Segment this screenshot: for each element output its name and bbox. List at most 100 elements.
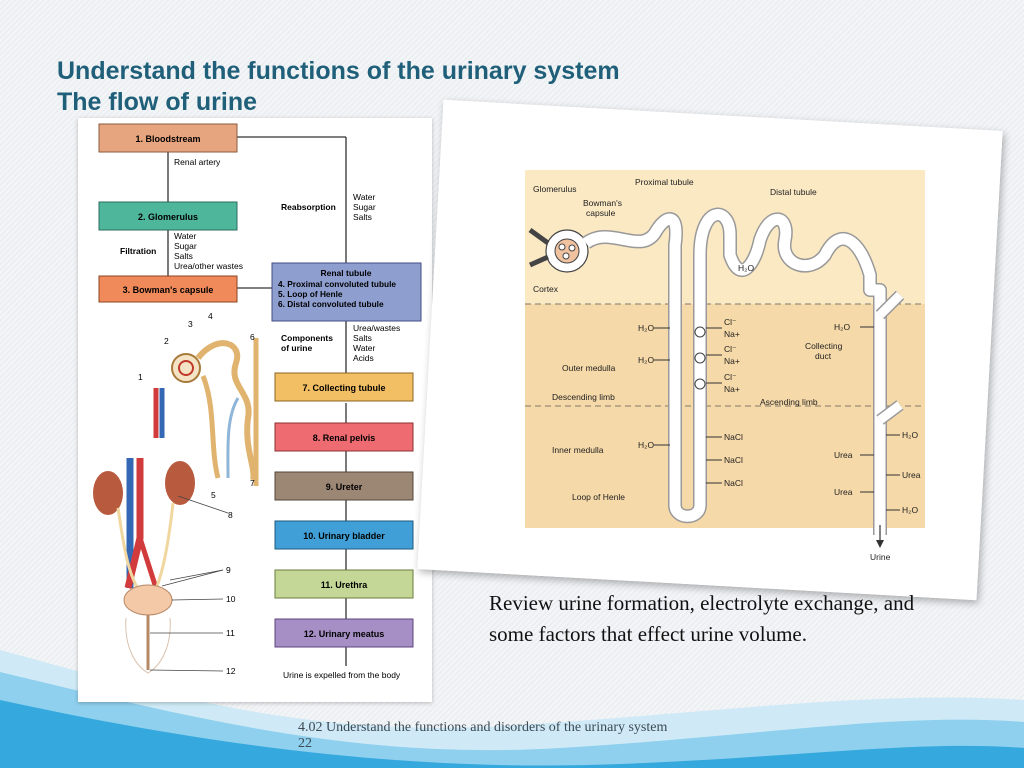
cl-1: Cl⁻ xyxy=(724,317,737,327)
anatomy-number-2: 2 xyxy=(164,336,169,346)
flow-box-bloodstream: 1. Bloodstream xyxy=(98,123,238,153)
anatomy-number-4: 4 xyxy=(208,311,213,321)
na-1: Na+ xyxy=(724,329,740,339)
svg-text:3. Bowman's capsule: 3. Bowman's capsule xyxy=(123,285,214,295)
svg-text:Renal tubule: Renal tubule xyxy=(320,268,371,278)
flow-box-glomerulus: 2. Glomerulus xyxy=(98,201,238,231)
flow-box-urethra: 11. Urethra xyxy=(274,569,414,599)
h2o-inner: H₂O xyxy=(638,440,654,450)
filtration-item-1: Water xyxy=(174,231,197,241)
label-urine: Urine xyxy=(870,552,891,562)
svg-text:9. Ureter: 9. Ureter xyxy=(326,482,363,492)
filtration-item-4: Urea/other wastes xyxy=(174,261,243,271)
label-components-1: Components xyxy=(281,333,333,343)
h2o-outer-1: H₂O xyxy=(638,323,654,333)
label-distal-tubule: Distal tubule xyxy=(770,187,817,197)
anatomy-number-10: 10 xyxy=(226,594,236,604)
nephron-exchange-card: Glomerulus Bowman's capsule Proximal tub… xyxy=(417,99,1003,601)
na-3: Na+ xyxy=(724,384,740,394)
svg-text:6. Distal convoluted tubule: 6. Distal convoluted tubule xyxy=(278,299,384,309)
label-reabsorption: Reabsorption xyxy=(281,202,336,212)
flow-box-ureter: 9. Ureter xyxy=(274,471,414,501)
anatomy-number-7: 7 xyxy=(250,478,255,488)
slide-caption: Review urine formation, electrolyte exch… xyxy=(489,591,915,646)
label-outer-medulla: Outer medulla xyxy=(562,363,616,373)
slide-title: Understand the functions of the urinary … xyxy=(57,56,620,118)
label-cortex: Cortex xyxy=(533,284,559,294)
label-collecting-2: duct xyxy=(815,351,832,361)
anatomy-number-1: 1 xyxy=(138,372,143,382)
components-item-4: Acids xyxy=(353,353,374,363)
h2o-cortex: H₂O xyxy=(738,263,754,273)
exchange-arrows xyxy=(653,326,901,511)
nacl-1: NaCl xyxy=(724,432,743,442)
svg-text:2. Glomerulus: 2. Glomerulus xyxy=(138,212,198,222)
reabsorption-item-1: Water xyxy=(353,192,376,202)
anatomy-number-6: 6 xyxy=(250,332,255,342)
label-components-2: of urine xyxy=(281,343,312,353)
flow-box-renal-pelvis: 8. Renal pelvis xyxy=(274,422,414,452)
svg-text:7. Collecting tubule: 7. Collecting tubule xyxy=(302,383,385,393)
anatomy-number-8: 8 xyxy=(228,510,233,520)
label-bowmans-2: capsule xyxy=(586,208,616,218)
label-inner-medulla: Inner medulla xyxy=(552,445,604,455)
nacl-3: NaCl xyxy=(724,478,743,488)
svg-text:12. Urinary meatus: 12. Urinary meatus xyxy=(304,629,385,639)
flow-box-urinary-bladder: 10. Urinary bladder xyxy=(274,520,414,550)
anatomy-number-11: 11 xyxy=(226,628,235,638)
reabsorption-item-3: Salts xyxy=(353,212,372,222)
filtration-item-3: Salts xyxy=(174,251,193,261)
flow-box-urinary-meatus: 12. Urinary meatus xyxy=(274,618,414,648)
urinary-tract-illustration: 8 9 10 11 12 xyxy=(93,458,236,676)
cl-3: Cl⁻ xyxy=(724,372,737,382)
svg-text:10. Urinary bladder: 10. Urinary bladder xyxy=(303,531,385,541)
svg-text:11. Urethra: 11. Urethra xyxy=(321,580,369,590)
label-loop-of-henle: Loop of Henle xyxy=(572,492,625,502)
slide-footer: 4.02 Understand the functions and disord… xyxy=(298,720,667,752)
urea-right: Urea xyxy=(902,470,921,480)
cl-2: Cl⁻ xyxy=(724,344,737,354)
components-item-2: Salts xyxy=(353,333,372,343)
components-item-1: Urea/wastes xyxy=(353,323,400,333)
filtration-item-2: Sugar xyxy=(174,241,197,251)
anatomy-number-12: 12 xyxy=(226,666,236,676)
label-ascending-limb: Ascending limb xyxy=(760,397,818,407)
label-renal-artery: Renal artery xyxy=(174,157,221,167)
flow-box-renal-tubule: Renal tubule 4. Proximal convoluted tubu… xyxy=(271,262,422,322)
glomerulus-shape xyxy=(528,227,589,273)
label-urine-expelled: Urine is expelled from the body xyxy=(283,670,401,680)
h2o-outer-2: H₂O xyxy=(638,355,654,365)
label-bowmans-1: Bowman's xyxy=(583,198,622,208)
flow-box-bowmans-capsule: 3. Bowman's capsule xyxy=(98,275,238,303)
svg-text:5. Loop of Henle: 5. Loop of Henle xyxy=(278,289,343,299)
urea-left-2: Urea xyxy=(834,487,853,497)
svg-text:8. Renal pelvis: 8. Renal pelvis xyxy=(313,433,376,443)
medulla-region xyxy=(525,304,925,528)
anatomy-number-3: 3 xyxy=(188,319,193,329)
footer-text: 4.02 Understand the functions and disord… xyxy=(298,720,668,735)
h2o-right-1: H₂O xyxy=(902,430,918,440)
na-2: Na+ xyxy=(724,356,740,366)
nephron-illustration: 1 2 3 4 5 6 7 xyxy=(138,311,259,500)
h2o-collecting: H₂O xyxy=(834,322,850,332)
reabsorption-item-2: Sugar xyxy=(353,202,376,212)
svg-text:1. Bloodstream: 1. Bloodstream xyxy=(135,134,200,144)
label-collecting-1: Collecting xyxy=(805,341,843,351)
label-proximal-tubule: Proximal tubule xyxy=(635,177,694,187)
page-number: 22 xyxy=(298,736,312,751)
svg-text:4. Proximal convoluted tubule: 4. Proximal convoluted tubule xyxy=(278,279,396,289)
urine-flow-diagram: 1. Bloodstream Renal artery 2. Glomerulu… xyxy=(78,118,432,702)
h2o-right-2: H₂O xyxy=(902,505,918,515)
title-line-1: Understand the functions of the urinary … xyxy=(57,57,620,85)
components-item-3: Water xyxy=(353,343,376,353)
label-descending-limb: Descending limb xyxy=(552,392,615,402)
anatomy-number-9: 9 xyxy=(226,565,231,575)
flow-box-collecting-tubule: 7. Collecting tubule xyxy=(274,372,414,402)
title-line-2: The flow of urine xyxy=(57,88,257,116)
label-filtration: Filtration xyxy=(120,246,156,256)
nacl-2: NaCl xyxy=(724,455,743,465)
urea-left-1: Urea xyxy=(834,450,853,460)
anatomy-number-5: 5 xyxy=(211,490,216,500)
label-glomerulus: Glomerulus xyxy=(533,184,576,194)
